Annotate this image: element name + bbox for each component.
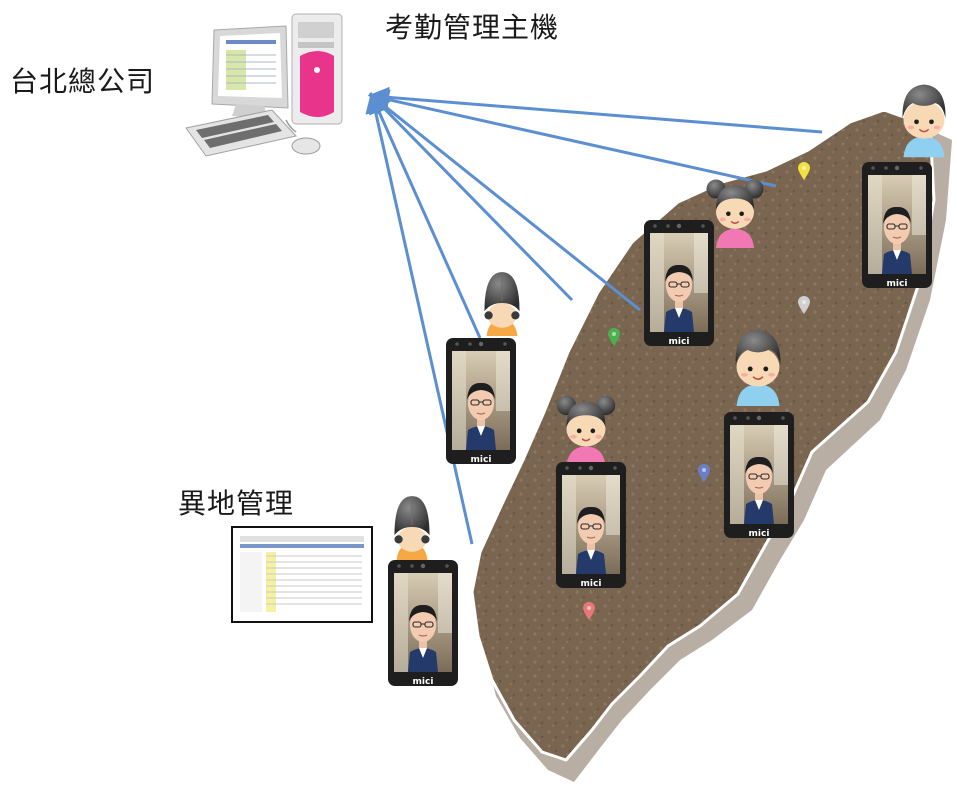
girl-back-figure [483, 271, 521, 336]
connection-line [368, 93, 641, 312]
host-label: 考勤管理主機 [385, 11, 560, 44]
terminal-1: mici [862, 162, 932, 289]
remote-management-label: 異地管理 [178, 487, 295, 520]
terminal-brand: mici [749, 529, 770, 539]
connection-line [369, 93, 574, 302]
taiwan-island [470, 108, 936, 762]
connection-line [369, 92, 482, 339]
host-computer [185, 13, 343, 157]
connection-line [367, 86, 823, 134]
terminal-brand: mici [471, 455, 492, 465]
headquarters-label: 台北總公司 [10, 65, 156, 98]
terminal-3: mici [446, 338, 516, 465]
terminal-brand: mici [413, 677, 434, 687]
connection-line [367, 89, 777, 188]
terminal-brand: mici [581, 579, 602, 589]
computer-mouse [291, 137, 321, 155]
terminal-6: mici [388, 560, 458, 687]
boy-figure [901, 83, 947, 158]
girl-back-figure [393, 495, 431, 560]
terminal-5: mici [556, 462, 626, 589]
terminal-2: mici [644, 220, 714, 347]
terminal-brand: mici [887, 279, 908, 289]
terminal-brand: mici [669, 337, 690, 347]
boy-figure [734, 329, 782, 406]
remote-monitor [231, 526, 373, 623]
connection-lines [365, 86, 823, 545]
terminal-4: mici [724, 412, 794, 539]
connection-line [365, 91, 474, 545]
